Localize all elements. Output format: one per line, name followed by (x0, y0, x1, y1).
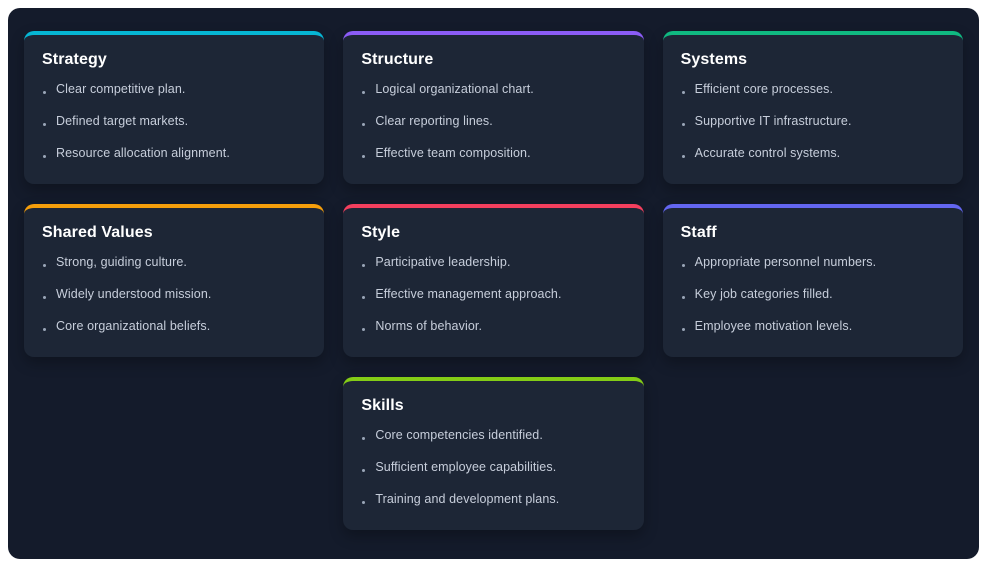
list-item: Key job categories filled. (681, 286, 945, 302)
list-item: Supportive IT infrastructure. (681, 113, 945, 129)
list-item: Core competencies identified. (361, 427, 625, 443)
card-title: Strategy (42, 51, 107, 68)
list-item: Accurate control systems. (681, 145, 945, 161)
list-item: Employee motivation levels. (681, 318, 945, 334)
card-title: Staff (680, 224, 717, 241)
card-bullet-list: Strong, guiding culture. Widely understo… (42, 254, 306, 334)
list-item: Widely understood mission. (42, 286, 306, 302)
card-bullet-list: Appropriate personnel numbers. Key job c… (681, 254, 945, 334)
list-item: Norms of behavior. (361, 318, 625, 334)
list-item: Training and development plans. (361, 491, 625, 507)
card-strategy: Strategy Clear competitive plan. Defined… (24, 31, 325, 184)
card-skills: Skills Core competencies identified. Suf… (343, 377, 644, 530)
card-bullet-list: Clear competitive plan. Defined target m… (42, 81, 306, 161)
list-item: Effective management approach. (361, 286, 625, 302)
dark-page-container: Strategy Clear competitive plan. Defined… (8, 8, 979, 559)
list-item: Effective team composition. (361, 145, 625, 161)
card-title: Style (361, 224, 401, 241)
list-item: Defined target markets. (42, 113, 306, 129)
card-title: Skills (361, 397, 404, 414)
card-title: Systems (680, 51, 748, 68)
list-item: Core organizational beliefs. (42, 318, 306, 334)
card-bullet-list: Participative leadership. Effective mana… (361, 254, 625, 334)
card-structure: Structure Logical organizational chart. … (343, 31, 644, 184)
list-item: Clear reporting lines. (361, 113, 625, 129)
list-item: Sufficient employee capabilities. (361, 459, 625, 475)
card-title: Shared Values (42, 224, 153, 241)
list-item: Logical organizational chart. (361, 81, 625, 97)
card-staff: Staff Appropriate personnel numbers. Key… (662, 204, 963, 357)
card-style: Style Participative leadership. Effectiv… (343, 204, 644, 357)
list-item: Strong, guiding culture. (42, 254, 306, 270)
list-item: Clear competitive plan. (42, 81, 306, 97)
card-title: Structure (361, 51, 434, 68)
cards-grid: Strategy Clear competitive plan. Defined… (24, 31, 963, 530)
list-item: Appropriate personnel numbers. (681, 254, 945, 270)
card-bullet-list: Efficient core processes. Supportive IT … (681, 81, 945, 161)
card-bullet-list: Logical organizational chart. Clear repo… (361, 81, 625, 161)
card-bullet-list: Core competencies identified. Sufficient… (361, 427, 625, 507)
card-shared-values: Shared Values Strong, guiding culture. W… (24, 204, 325, 357)
list-item: Resource allocation alignment. (42, 145, 306, 161)
card-systems: Systems Efficient core processes. Suppor… (662, 31, 963, 184)
list-item: Efficient core processes. (681, 81, 945, 97)
list-item: Participative leadership. (361, 254, 625, 270)
